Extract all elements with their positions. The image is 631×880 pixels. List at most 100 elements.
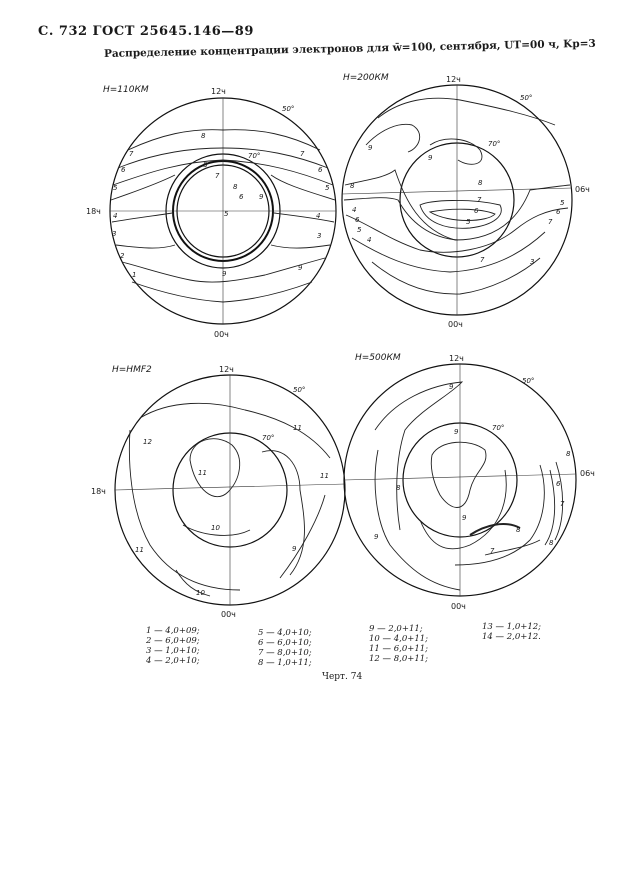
svg-text:11: 11 xyxy=(293,424,302,432)
svg-text:10: 10 xyxy=(211,524,220,532)
label-00h: 00ч xyxy=(214,330,229,339)
legend-item: 3 — 1,0+10; xyxy=(146,646,200,656)
svg-text:10: 10 xyxy=(196,589,205,597)
label-12h: 12ч xyxy=(211,87,226,96)
legend-item: 14 — 2,0+12. xyxy=(482,632,541,642)
svg-text:8: 8 xyxy=(201,132,206,140)
svg-text:4: 4 xyxy=(352,206,356,214)
label-12h: 12ч xyxy=(449,354,464,363)
svg-text:8: 8 xyxy=(203,161,208,169)
height-label: H=110КМ xyxy=(103,85,149,95)
svg-text:70°: 70° xyxy=(262,434,274,442)
svg-text:6: 6 xyxy=(318,166,323,174)
svg-text:6: 6 xyxy=(556,208,561,216)
svg-text:9: 9 xyxy=(368,144,373,152)
panel-110: H=110КМ 12ч 00ч 18ч 50° 70° 8 7 7 6 6 5 … xyxy=(86,85,337,339)
svg-text:50°: 50° xyxy=(282,105,294,113)
legend-item: 4 — 2,0+10; xyxy=(146,656,200,666)
page-header: С. 732 ГОСТ 25645.146—89 xyxy=(38,24,254,39)
svg-text:3: 3 xyxy=(530,258,534,266)
svg-text:8: 8 xyxy=(549,539,554,547)
svg-text:12: 12 xyxy=(143,438,152,446)
legend-item: 2 — 6,0+09; xyxy=(146,636,200,646)
svg-text:6: 6 xyxy=(239,193,244,201)
legend-item: 1 — 4,0+09; xyxy=(146,626,200,636)
svg-text:8: 8 xyxy=(478,179,483,187)
height-label: H=500КМ xyxy=(355,353,401,363)
legend-col-2: 5 — 4,0+10; 6 — 6,0+10; 7 — 8,0+10; 8 — … xyxy=(258,628,312,668)
svg-text:70°: 70° xyxy=(488,140,500,148)
svg-text:4: 4 xyxy=(316,212,320,220)
svg-text:7: 7 xyxy=(215,172,220,180)
svg-text:9: 9 xyxy=(222,270,227,278)
svg-text:8: 8 xyxy=(566,450,571,458)
label-06h: 06ч xyxy=(580,469,595,478)
svg-text:11: 11 xyxy=(135,546,144,554)
label-00h: 00ч xyxy=(221,610,236,619)
legend-item: 11 — 6,0+11; xyxy=(369,644,429,654)
svg-text:3: 3 xyxy=(317,232,321,240)
svg-text:9: 9 xyxy=(292,545,297,553)
svg-text:2: 2 xyxy=(120,252,125,260)
svg-text:8: 8 xyxy=(233,183,238,191)
svg-text:50°: 50° xyxy=(520,94,532,102)
svg-text:4: 4 xyxy=(113,212,117,220)
legend-item: 8 — 1,0+11; xyxy=(258,658,312,668)
figure-caption: Черт. 74 xyxy=(322,672,363,682)
svg-text:3: 3 xyxy=(112,230,116,238)
panel-200: H=200КМ 12ч 00ч 06ч 50° 70° 9 9 8 8 7 6 … xyxy=(341,73,590,329)
svg-text:9: 9 xyxy=(454,428,459,436)
svg-text:9: 9 xyxy=(259,193,264,201)
panel-500: H=500КМ 12ч 00ч 06ч 50° 70° 9 9 8 9 8 6 … xyxy=(343,353,595,611)
svg-text:5: 5 xyxy=(113,184,118,192)
legend-item: 12 — 8,0+11; xyxy=(369,654,429,664)
height-label: H=HMF2 xyxy=(112,365,152,375)
svg-text:6: 6 xyxy=(474,207,479,215)
svg-text:7: 7 xyxy=(490,547,495,555)
svg-text:9: 9 xyxy=(428,154,433,162)
legend-item: 5 — 4,0+10; xyxy=(258,628,312,638)
svg-text:11: 11 xyxy=(198,469,207,477)
svg-text:7: 7 xyxy=(477,196,482,204)
svg-text:50°: 50° xyxy=(293,386,305,394)
svg-text:6: 6 xyxy=(355,216,360,224)
svg-text:9: 9 xyxy=(298,264,303,272)
legend-item: 10 — 4,0+11; xyxy=(369,634,429,644)
legend-item: 9 — 2,0+11; xyxy=(369,624,423,634)
label-18h: 18ч xyxy=(86,207,101,216)
svg-text:9: 9 xyxy=(374,533,379,541)
label-12h: 12ч xyxy=(446,75,461,84)
svg-text:7: 7 xyxy=(129,150,134,158)
label-06h: 06ч xyxy=(575,185,590,194)
label-18h: 18ч xyxy=(91,487,106,496)
svg-text:50°: 50° xyxy=(522,377,534,385)
svg-text:9: 9 xyxy=(462,514,467,522)
svg-text:7: 7 xyxy=(560,500,565,508)
svg-text:1: 1 xyxy=(132,271,136,279)
svg-text:9: 9 xyxy=(449,383,454,391)
svg-text:4: 4 xyxy=(367,236,371,244)
svg-text:6: 6 xyxy=(556,480,561,488)
svg-text:11: 11 xyxy=(320,472,329,480)
label-12h: 12ч xyxy=(219,365,234,374)
svg-text:5: 5 xyxy=(357,226,362,234)
svg-text:8: 8 xyxy=(516,526,521,534)
legend-col-4: 13 — 1,0+12; 14 — 2,0+12. xyxy=(482,622,541,642)
legend-col-3: 9 — 2,0+11; 10 — 4,0+11; 11 — 6,0+11; 12… xyxy=(369,624,428,664)
svg-text:6: 6 xyxy=(121,166,126,174)
svg-text:5: 5 xyxy=(224,210,229,218)
label-00h: 00ч xyxy=(451,602,466,611)
legend-item: 6 — 6,0+10; xyxy=(258,638,312,648)
svg-text:70°: 70° xyxy=(492,424,504,432)
svg-text:7: 7 xyxy=(480,256,485,264)
legend-col-1: 1 — 4,0+09; 2 — 6,0+09; 3 — 1,0+10; 4 — … xyxy=(146,626,200,666)
legend-item: 13 — 1,0+12; xyxy=(482,622,542,632)
label-00h: 00ч xyxy=(448,320,463,329)
svg-text:8: 8 xyxy=(350,182,355,190)
panel-hmf2: H=HMF2 12ч 00ч 18ч 50° 70° 12 11 11 10 1… xyxy=(91,365,346,619)
height-label: H=200КМ xyxy=(343,73,389,83)
svg-text:7: 7 xyxy=(548,218,553,226)
legend-item: 7 — 8,0+10; xyxy=(258,648,312,658)
svg-text:7: 7 xyxy=(300,150,305,158)
